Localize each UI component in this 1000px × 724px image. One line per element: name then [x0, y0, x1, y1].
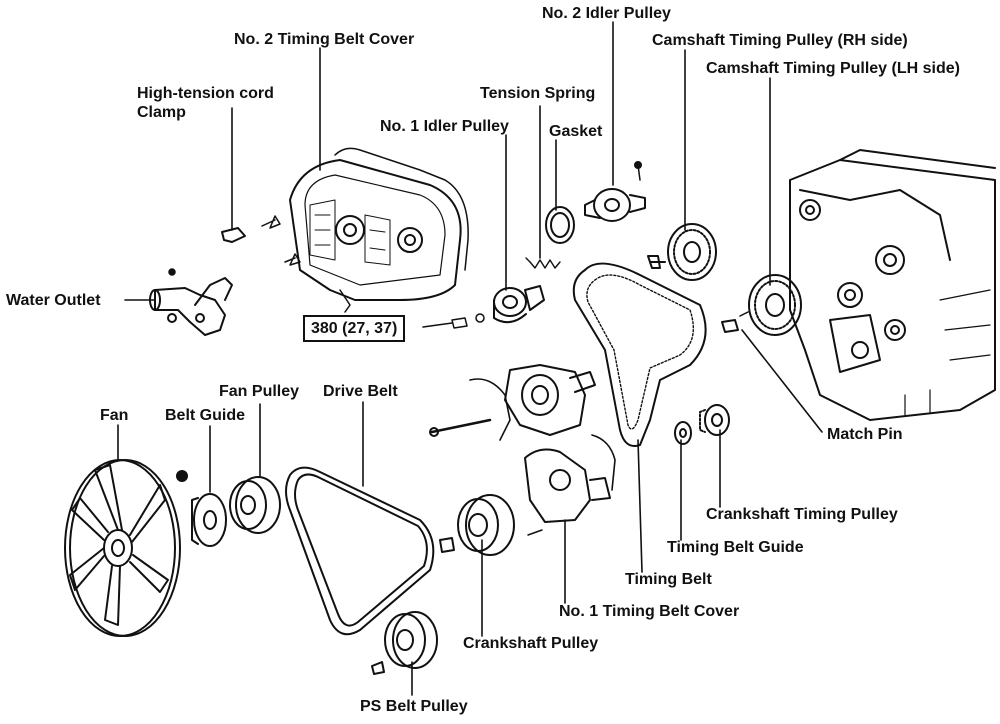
engine-block: [789, 149, 996, 421]
drive-belt-shape: [285, 466, 435, 636]
label-clamp: Clamp: [137, 104, 186, 121]
camshaft-pulley-rh-shape: [647, 223, 717, 281]
label-no1-timing-belt-cover: No. 1 Timing Belt Cover: [559, 603, 740, 620]
label-gasket: Gasket: [549, 123, 603, 140]
water-pump-shape: [429, 364, 596, 441]
label-match-pin: Match Pin: [827, 426, 903, 443]
belt-guide-shape: [191, 493, 227, 547]
torque-bolt: [451, 313, 485, 329]
no2-timing-belt-cover-shape: [289, 147, 469, 313]
water-outlet-shape: [149, 277, 233, 336]
no2-idler-pulley-shape: [584, 161, 646, 222]
no1-timing-belt-cover-shape: [524, 434, 616, 536]
leader-lines: [117, 21, 823, 696]
label-torque-spec: 380 (27, 37): [303, 315, 406, 342]
no1-idler-pulley-shape: [493, 285, 545, 324]
ps-belt-pulley-shape: [371, 611, 438, 675]
label-camshaft-pulley-lh: Camshaft Timing Pulley (LH side): [706, 60, 960, 77]
camshaft-pulley-lh-shape: [721, 274, 802, 336]
label-high-tension-cord: High-tension cord: [137, 85, 274, 102]
crankshaft-timing-pulley-shape: [699, 404, 730, 436]
cover-bolts: [168, 215, 301, 276]
label-crankshaft-pulley: Crankshaft Pulley: [463, 635, 599, 652]
label-timing-belt: Timing Belt: [625, 571, 712, 588]
gasket-shape: [545, 206, 575, 244]
crankshaft-pulley-shape: [439, 494, 515, 556]
label-water-outlet: Water Outlet: [6, 292, 101, 309]
fan-shape: [64, 459, 188, 637]
label-belt-guide: Belt Guide: [165, 407, 246, 424]
label-tension-spring: Tension Spring: [480, 85, 596, 102]
label-drive-belt: Drive Belt: [323, 383, 398, 400]
fan-pulley-shape: [229, 476, 281, 534]
label-timing-belt-guide: Timing Belt Guide: [667, 539, 804, 556]
timing-belt-guide-shape: [674, 421, 692, 445]
label-fan-pulley: Fan Pulley: [219, 383, 300, 400]
cord-clamp-shape: [221, 227, 246, 243]
label-no2-timing-belt-cover: No. 2 Timing Belt Cover: [234, 31, 415, 48]
label-fan: Fan: [100, 407, 129, 424]
label-no1-idler-pulley: No. 1 Idler Pulley: [380, 118, 509, 135]
label-ps-belt-pulley: PS Belt Pulley: [360, 698, 468, 715]
label-camshaft-pulley-rh: Camshaft Timing Pulley (RH side): [652, 32, 908, 49]
timing-belt-shape: [572, 262, 707, 447]
label-crankshaft-timing-pulley: Crankshaft Timing Pulley: [706, 506, 898, 523]
tension-spring-shape: [525, 257, 561, 269]
label-no2-idler-pulley: No. 2 Idler Pulley: [542, 5, 671, 22]
